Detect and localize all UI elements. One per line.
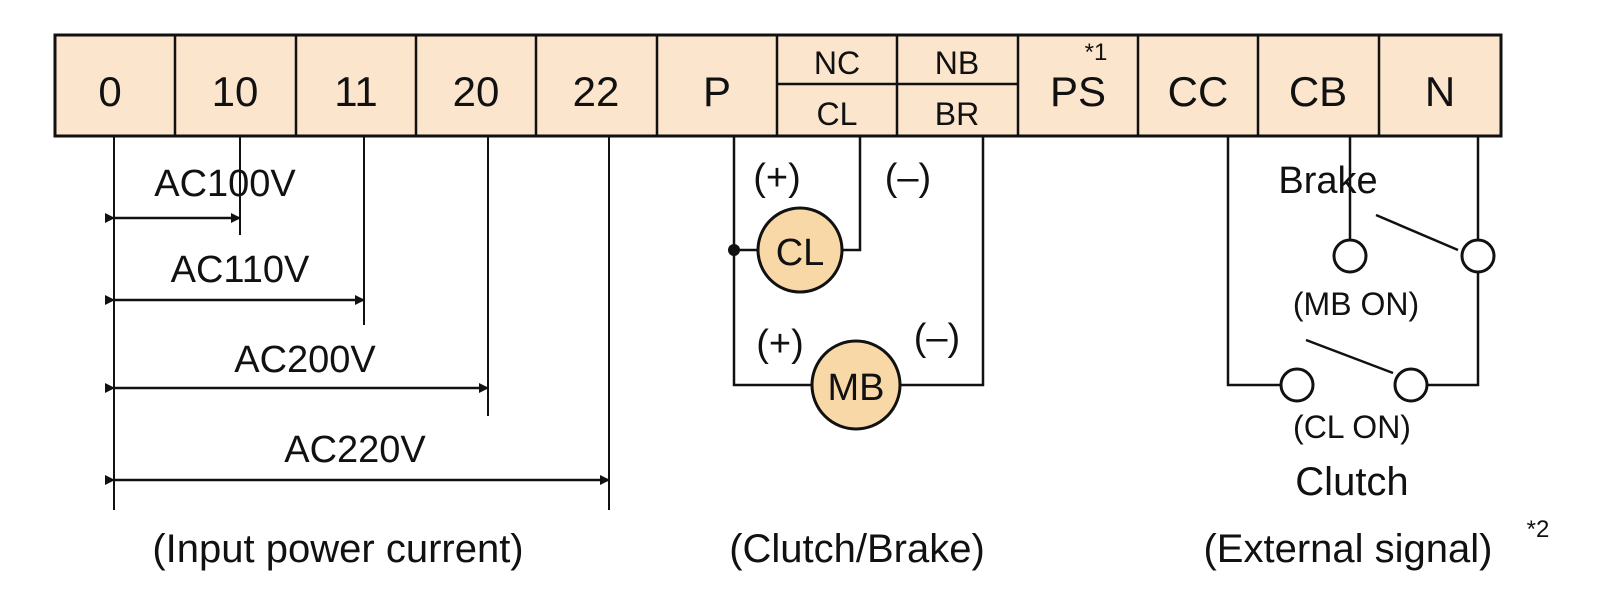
clutch-contact-right xyxy=(1393,367,1429,403)
terminal-block: 0 10 11 20 22 P NC CL NB BR PS *1 CC CB … xyxy=(53,33,1503,138)
clutch-coil xyxy=(756,206,844,294)
terminal-cb: CB xyxy=(1289,68,1347,115)
brake-coil xyxy=(810,339,902,431)
terminal-p: P xyxy=(703,68,731,115)
cl-plus-label: (+) xyxy=(753,157,801,199)
mb-on-label: (MB ON) xyxy=(1293,286,1419,322)
external-signal-caption: (External signal) xyxy=(1203,527,1492,571)
terminal-n: N xyxy=(1425,68,1455,115)
mb-minus-label: (–) xyxy=(914,317,960,359)
ac110v-label: AC110V xyxy=(171,249,310,291)
terminal-0: 0 xyxy=(98,68,121,115)
terminal-ps: PS xyxy=(1050,68,1106,115)
external-signal-section: Brake (MB ON) (CL ON) Clutch (External s… xyxy=(1203,136,1549,571)
mb-plus-label: (+) xyxy=(756,323,804,365)
brake-coil-label: MB xyxy=(828,367,885,409)
junction-dot xyxy=(728,244,740,256)
brake-switch-lever xyxy=(1375,213,1459,252)
terminal-10: 10 xyxy=(212,68,259,115)
terminal-nb: NB xyxy=(935,45,979,81)
footnote-2: *2 xyxy=(1527,516,1550,543)
terminal-22: 22 xyxy=(573,68,620,115)
ac100v-label: AC100V xyxy=(154,163,296,205)
cl-minus-label: (–) xyxy=(885,157,931,199)
terminal-br: BR xyxy=(935,96,979,132)
power-caption: (Input power current) xyxy=(152,527,523,571)
clutch-brake-caption: (Clutch/Brake) xyxy=(729,527,985,571)
ac220v-label: AC220V xyxy=(284,429,426,471)
ac200v-label: AC200V xyxy=(234,339,376,381)
clutch-label: Clutch xyxy=(1295,460,1408,504)
cl-on-label: (CL ON) xyxy=(1293,409,1411,445)
clutch-contact-left xyxy=(1279,367,1315,403)
clutch-coil-label: CL xyxy=(776,232,825,274)
power-input-section: AC100V AC110V AC200V AC220V (Input power… xyxy=(105,136,610,571)
brake-contact-left xyxy=(1332,238,1368,274)
clutch-brake-section: CL MB (+) (–) (+) (–) (Clutch/Brake) xyxy=(728,136,985,571)
footnote-1: *1 xyxy=(1085,39,1108,66)
terminal-20: 20 xyxy=(453,68,500,115)
terminal-cl: CL xyxy=(817,96,858,132)
brake-label: Brake xyxy=(1278,160,1377,202)
terminal-cc: CC xyxy=(1168,68,1229,115)
terminal-nc: NC xyxy=(814,45,860,81)
terminal-11: 11 xyxy=(334,68,378,115)
brake-contact-right xyxy=(1460,238,1496,274)
clutch-switch-lever xyxy=(1305,338,1394,375)
